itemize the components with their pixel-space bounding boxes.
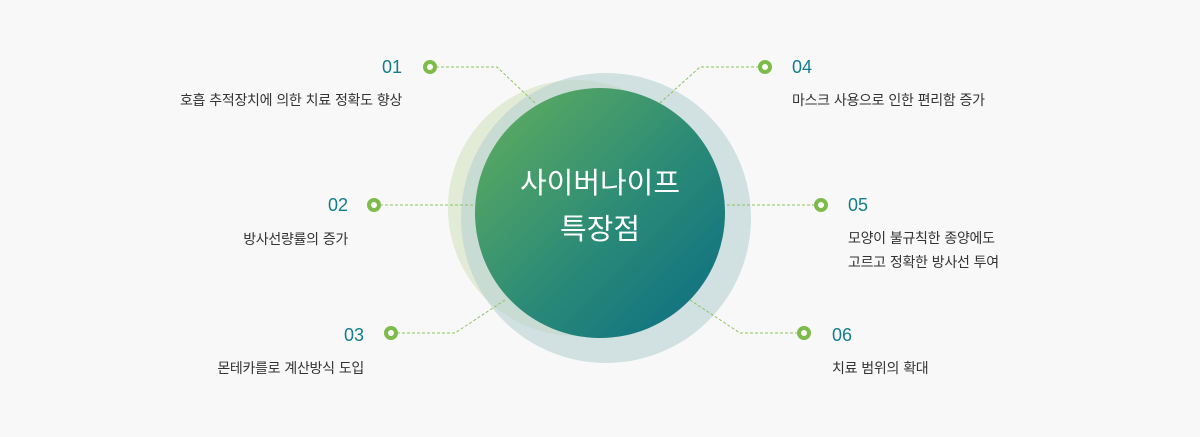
feature-text-line2: 고르고 정확한 방사선 투여 — [848, 255, 999, 271]
feature-number: 01 — [381, 57, 402, 77]
dot-05 — [814, 198, 828, 212]
dot-02 — [367, 198, 381, 212]
feature-text: 마스크 사용으로 인한 편리함 증가 — [792, 93, 985, 109]
feature-text: 방사선량률의 증가 — [243, 232, 348, 248]
feature-number: 06 — [832, 325, 853, 345]
center-title: 사이버나이프 특장점 — [475, 160, 725, 252]
connector-03 — [397, 299, 506, 334]
dot-06 — [797, 326, 811, 340]
feature-text: 모양이 불규칙한 종양에도 — [848, 231, 995, 247]
connector-06 — [689, 299, 798, 334]
feature-text: 몬테카를로 계산방식 도입 — [217, 361, 364, 377]
feature-number: 03 — [343, 325, 364, 345]
title-line2: 특장점 — [559, 212, 641, 246]
main-circle — [475, 88, 725, 338]
dot-01 — [423, 60, 437, 74]
connector-01 — [436, 66, 536, 104]
dot-04 — [758, 60, 772, 74]
feature-number: 02 — [327, 195, 348, 215]
feature-text: 치료 범위의 확대 — [832, 361, 929, 377]
title-line1: 사이버나이프 — [519, 166, 681, 200]
feature-number: 05 — [848, 195, 869, 215]
feature-text: 호흡 추적장치에 의한 치료 정확도 향상 — [179, 93, 402, 109]
feature-number: 04 — [792, 57, 813, 77]
dot-03 — [384, 326, 398, 340]
